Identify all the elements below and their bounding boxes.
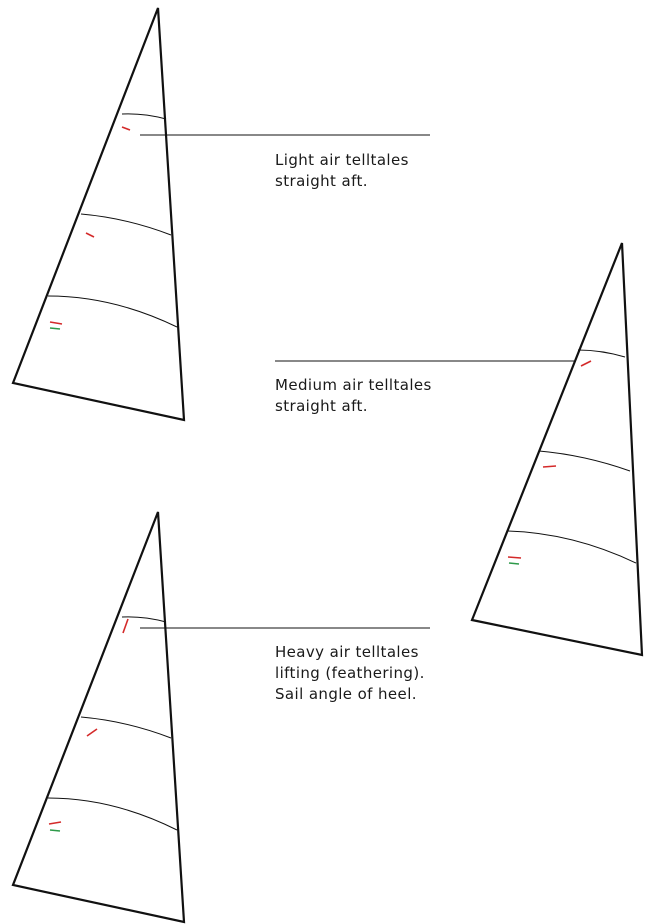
sail-light-draft-stripe-lower [47, 295, 178, 328]
sail-light-telltale-lower-leeward [49, 327, 61, 330]
caption-light-air: Light air telltales straight aft. [275, 150, 409, 192]
caption-heavy-air: Heavy air telltales lifting (feathering)… [275, 642, 425, 705]
sail-heavy-air [11, 511, 430, 924]
sail-light-outline [11, 7, 186, 422]
sail-medium-draft-stripe-lower [507, 530, 637, 564]
sail-light-telltale-middle [85, 232, 95, 238]
caption-heavy-line-1: Heavy air telltales [275, 643, 419, 661]
caption-medium-air: Medium air telltales straight aft. [275, 375, 432, 417]
sail-medium-telltale-lower-windward [507, 556, 522, 559]
sail-medium-telltale-lower-leeward [508, 562, 520, 565]
caption-heavy-line-3: Sail angle of heel. [275, 685, 417, 703]
sail-heavy-telltale-lower-leeward [49, 829, 61, 832]
caption-heavy-line-2: lifting (feathering). [275, 664, 425, 682]
sail-light-draft-stripe-middle [80, 213, 172, 236]
caption-light-line-1: Light air telltales [275, 151, 409, 169]
sail-medium-draft-stripe-middle [538, 450, 631, 472]
sail-medium-telltale-middle [542, 465, 557, 468]
sail-light-telltale-lower-windward [49, 321, 63, 325]
caption-medium-line-1: Medium air telltales [275, 376, 432, 394]
sail-heavy-draft-stripe-lower [47, 797, 178, 831]
sail-heavy-outline [11, 511, 186, 924]
sail-medium-telltale-upper [580, 360, 592, 367]
caption-light-line-2: straight aft. [275, 172, 368, 190]
sail-light-telltale-upper [121, 126, 131, 131]
sail-medium-draft-stripe-upper [577, 349, 626, 358]
sail-heavy-draft-stripe-upper [121, 616, 167, 623]
sail-heavy-telltale-lower-windward [48, 821, 62, 825]
sail-medium-outline [470, 242, 644, 657]
sail-light-draft-stripe-upper [121, 113, 167, 120]
sail-light-air [11, 7, 430, 422]
caption-medium-line-2: straight aft. [275, 397, 368, 415]
sail-heavy-telltale-upper [122, 618, 129, 634]
sail-heavy-telltale-middle [86, 728, 98, 737]
sail-medium-air [275, 242, 644, 657]
sail-heavy-draft-stripe-middle [80, 716, 172, 739]
